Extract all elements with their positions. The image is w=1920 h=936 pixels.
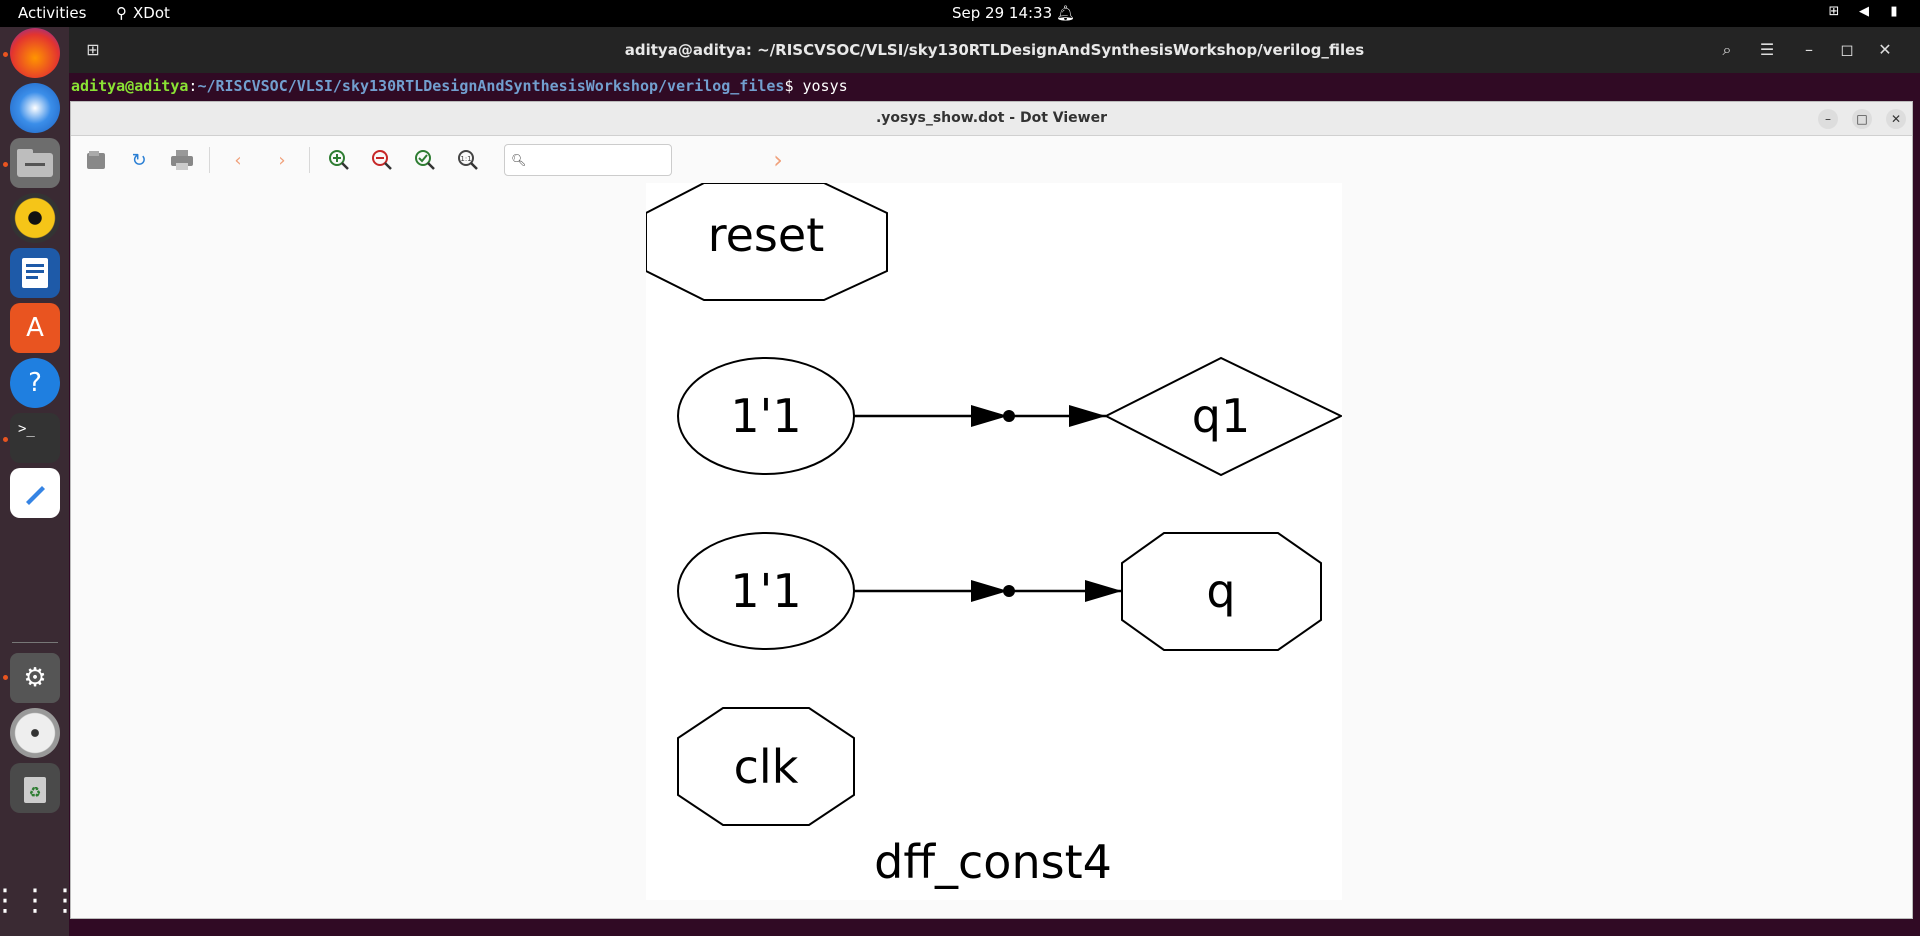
toolbar-separator bbox=[309, 147, 310, 173]
xdot-app-icon: ⚲ bbox=[116, 4, 127, 22]
network-icon: ⊞ bbox=[1828, 4, 1840, 19]
disc-icon[interactable] bbox=[10, 708, 60, 758]
dock-separator bbox=[12, 642, 58, 643]
show-apps-icon[interactable]: ⋮⋮⋮ bbox=[0, 882, 80, 918]
minimize-icon[interactable]: – bbox=[1805, 40, 1813, 59]
terminal-icon[interactable]: >_ bbox=[10, 413, 60, 463]
running-indicator bbox=[3, 52, 8, 57]
terminal-prompt-line[interactable]: aditya@aditya:~/RISCVSOC/VLSI/sky130RTLD… bbox=[71, 77, 848, 95]
node-label: q1 bbox=[1192, 389, 1250, 443]
files-icon[interactable] bbox=[10, 138, 60, 188]
node-label: 1'1 bbox=[730, 564, 801, 618]
prompt-command: yosys bbox=[802, 77, 848, 95]
text-editor-icon[interactable] bbox=[10, 468, 60, 518]
minimize-icon[interactable]: – bbox=[1818, 109, 1838, 129]
terminal-title: aditya@aditya: ~/RISCVSOC/VLSI/sky130RTL… bbox=[624, 41, 1365, 59]
maximize-icon[interactable]: ◻ bbox=[1840, 40, 1854, 59]
find-icon: 🔍︎ bbox=[511, 153, 527, 167]
thunderbird-icon[interactable] bbox=[10, 83, 60, 133]
graph-page[interactable]: reset 1'1 q1 bbox=[645, 182, 1344, 900]
toolbar-separator bbox=[209, 147, 210, 173]
node-label: q bbox=[1206, 564, 1235, 618]
prompt-separator: : bbox=[188, 77, 198, 95]
find-input-box[interactable]: 🔍︎ bbox=[504, 144, 672, 176]
maximize-icon[interactable]: □ bbox=[1852, 109, 1872, 129]
software-center-icon[interactable]: A bbox=[10, 303, 60, 353]
running-indicator bbox=[3, 437, 8, 442]
notification-bell-icon[interactable]: 🔔︎ bbox=[1056, 4, 1076, 22]
running-indicator bbox=[3, 162, 8, 167]
prompt-user: aditya@aditya bbox=[71, 77, 189, 95]
battery-icon: ▮ bbox=[1890, 4, 1898, 19]
volume-icon: ◀ bbox=[1859, 4, 1869, 19]
zoom-fit-icon[interactable] bbox=[412, 147, 438, 173]
dot-viewer-title: .yosys_show.dot - Dot Viewer bbox=[875, 110, 1108, 126]
rhythmbox-icon[interactable] bbox=[10, 193, 60, 243]
prompt-path: ~/RISCVSOC/VLSI/sky130RTLDesignAndSynthe… bbox=[197, 77, 785, 95]
node-q[interactable]: q bbox=[1121, 532, 1322, 651]
node-label: 1'1 bbox=[730, 389, 801, 443]
find-next-icon[interactable]: › bbox=[773, 146, 783, 174]
settings-icon[interactable]: ⚙ bbox=[10, 653, 60, 703]
graph-svg[interactable]: reset 1'1 q1 bbox=[645, 182, 1344, 900]
firefox-icon[interactable] bbox=[10, 28, 60, 78]
dock: A ? >_ ⚙ ♻ ⋮⋮⋮ bbox=[0, 27, 80, 936]
top-bar: Activities ⚲ XDot Sep 29 14:33 🔔︎ ⊞ ◀ ▮ bbox=[0, 0, 1920, 27]
new-tab-icon[interactable]: ⊞ bbox=[86, 40, 100, 59]
activities-button[interactable]: Activities bbox=[18, 4, 87, 22]
dot-viewer-window: .yosys_show.dot - Dot Viewer – □ ✕ ↻ ‹ ›… bbox=[70, 101, 1913, 919]
edge-const2-q bbox=[854, 580, 1122, 602]
prompt-symbol: $ bbox=[784, 77, 803, 95]
zoom-out-icon[interactable] bbox=[369, 147, 395, 173]
dot-viewer-toolbar: ↻ ‹ › 1:1 🔍︎ › bbox=[71, 137, 1912, 183]
dot-viewer-titlebar[interactable]: .yosys_show.dot - Dot Viewer – □ ✕ bbox=[71, 102, 1912, 136]
node-label: clk bbox=[734, 740, 799, 794]
graph-canvas[interactable]: reset 1'1 q1 bbox=[71, 182, 1912, 918]
reload-icon[interactable]: ↻ bbox=[131, 149, 147, 171]
clock[interactable]: Sep 29 14:33 bbox=[952, 4, 1053, 22]
back-icon[interactable]: ‹ bbox=[234, 149, 242, 171]
system-tray[interactable]: ⊞ ◀ ▮ bbox=[1826, 4, 1902, 20]
running-indicator bbox=[3, 675, 8, 680]
trash-icon[interactable]: ♻ bbox=[10, 763, 60, 813]
forward-icon[interactable]: › bbox=[278, 149, 286, 171]
close-icon[interactable]: ✕ bbox=[1886, 109, 1906, 129]
node-label: reset bbox=[708, 208, 825, 262]
node-q1[interactable]: q1 bbox=[1103, 356, 1344, 477]
node-const2[interactable]: 1'1 bbox=[677, 532, 855, 650]
close-icon[interactable]: ✕ bbox=[1878, 40, 1892, 59]
graph-title: dff_const4 bbox=[874, 835, 1112, 889]
zoom-in-icon[interactable] bbox=[326, 147, 352, 173]
zoom-100-icon[interactable]: 1:1 bbox=[455, 147, 481, 173]
print-icon[interactable] bbox=[169, 147, 195, 173]
open-file-icon[interactable] bbox=[83, 147, 109, 173]
find-input[interactable] bbox=[531, 150, 667, 170]
terminal-header: ⊞ aditya@aditya: ~/RISCVSOC/VLSI/sky130R… bbox=[69, 27, 1920, 73]
app-name: XDot bbox=[133, 4, 170, 22]
svg-text:♻: ♻ bbox=[29, 785, 42, 801]
edge-const1-q1 bbox=[854, 405, 1106, 427]
node-reset[interactable]: reset bbox=[645, 182, 888, 301]
app-menu[interactable]: ⚲ XDot bbox=[116, 4, 170, 22]
search-icon[interactable]: ⌕ bbox=[1722, 40, 1732, 59]
hamburger-menu-icon[interactable]: ☰ bbox=[1759, 40, 1775, 59]
help-icon[interactable]: ? bbox=[10, 358, 60, 408]
libreoffice-writer-icon[interactable] bbox=[10, 248, 60, 298]
node-clk[interactable]: clk bbox=[677, 707, 855, 826]
node-const1[interactable]: 1'1 bbox=[677, 357, 855, 475]
svg-text:1:1: 1:1 bbox=[460, 155, 471, 163]
